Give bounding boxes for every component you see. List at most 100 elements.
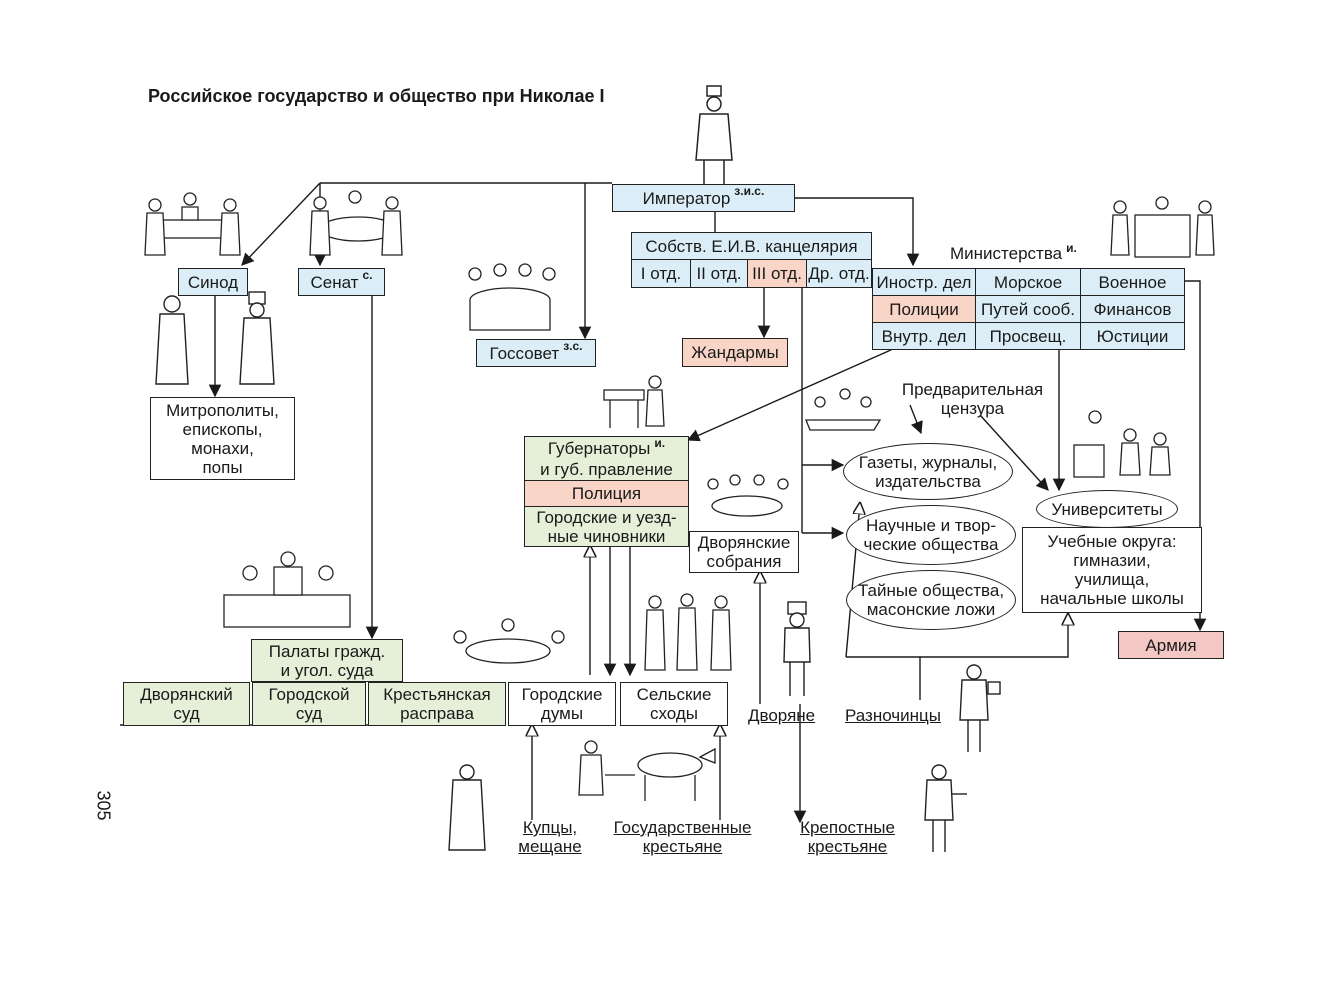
science-ellipse: Научные и твор- ческие общества bbox=[846, 505, 1016, 565]
merchants-line1: Купцы, bbox=[522, 818, 578, 837]
estate-raznochintsy: Разночинцы bbox=[845, 706, 941, 725]
school-line: начальные школы bbox=[1040, 589, 1184, 608]
clergy-line: монахи, bbox=[191, 438, 254, 458]
chancellery-dept-other: Др. отд. bbox=[806, 259, 872, 288]
estate-state-peasants: Государственные крестьяне bbox=[600, 818, 765, 856]
noble-assemblies-line2: собрания bbox=[706, 552, 782, 571]
chancellery-dept-3: III отд. bbox=[747, 259, 807, 288]
ministry-finance: Финансов bbox=[1080, 295, 1185, 323]
estate-serfs: Крепостные крестьяне bbox=[785, 818, 910, 856]
village-line1: Сельские bbox=[636, 685, 712, 704]
ministries-sup: и. bbox=[1066, 241, 1077, 255]
science-line2: ческие общества bbox=[863, 535, 999, 554]
nobles-assembly-figure bbox=[707, 474, 789, 517]
school-districts-box: Учебные округа: гимназии, училища, начал… bbox=[1022, 527, 1202, 613]
clergy-line: епископы, bbox=[182, 419, 263, 439]
serfs-line1: Крепостные bbox=[800, 818, 895, 837]
gossovet-meeting-figure bbox=[468, 263, 556, 331]
secret-line2: масонские ложи bbox=[866, 600, 996, 619]
censorship-line1: Предварительная bbox=[901, 380, 1044, 399]
chambers-line2: и угол. суда bbox=[280, 660, 374, 680]
governors-police: Полиция bbox=[524, 480, 689, 507]
officials-line2: ные чиновники bbox=[547, 526, 666, 546]
clerk-figure bbox=[603, 375, 665, 428]
ministry-foreign: Иностр. дел bbox=[872, 268, 976, 296]
emperor-figure bbox=[695, 85, 733, 186]
serfs-line2: крестьяне bbox=[807, 837, 888, 856]
serf-servant-figure bbox=[924, 764, 967, 852]
ministers-figure bbox=[1110, 196, 1215, 258]
universities-ellipse: Университеты bbox=[1036, 490, 1178, 528]
peasant-court-line1: Крестьянская bbox=[383, 685, 491, 704]
court-figure bbox=[223, 551, 351, 628]
peasant-plough-figure bbox=[578, 740, 716, 801]
senate-label: Сенат bbox=[310, 272, 359, 292]
synod-meeting-figure bbox=[144, 192, 241, 256]
governors-sup: и. bbox=[654, 435, 666, 450]
peasant-court-line2: расправа bbox=[400, 704, 474, 723]
clergy-box: Митрополиты, епископы, монахи, попы bbox=[150, 397, 295, 480]
press-figure bbox=[805, 388, 882, 431]
chambers-box: Палаты гражд. и угол. суда bbox=[251, 639, 403, 682]
ministry-war: Военное bbox=[1080, 268, 1185, 296]
city-court-line2: суд bbox=[295, 704, 323, 723]
school-line: Учебные округа: bbox=[1047, 532, 1177, 551]
noble-court-line1: Дворянский bbox=[140, 685, 233, 704]
secret-line1: Тайные общества, bbox=[857, 581, 1005, 600]
senate-meeting-figure bbox=[309, 190, 403, 256]
city-dumas-line2: думы bbox=[540, 704, 584, 723]
noble-assemblies-line1: Дворянские bbox=[697, 533, 791, 552]
village-assembly-figure bbox=[644, 593, 732, 671]
army-box: Армия bbox=[1118, 631, 1224, 659]
school-line: училища, bbox=[1074, 570, 1150, 589]
senate-sup: с. bbox=[362, 267, 373, 282]
noble-court-line2: суд bbox=[173, 704, 200, 723]
ministry-justice: Юстиции bbox=[1080, 322, 1185, 350]
city-court-box: Городской суд bbox=[252, 682, 366, 726]
ministry-navy: Морское bbox=[975, 268, 1081, 296]
synod-box: Синод bbox=[178, 268, 248, 296]
chancellery-title: Собств. Е.И.В. канцелярия bbox=[631, 232, 872, 260]
clergy-line: попы bbox=[202, 457, 243, 477]
press-line2: издательства bbox=[875, 471, 981, 491]
ministries-label: Министерства bbox=[950, 244, 1063, 263]
raznochinets-figure bbox=[959, 664, 1001, 752]
ministry-transport: Путей сооб. bbox=[975, 295, 1081, 323]
emperor-sup: з.и.с. bbox=[734, 183, 765, 198]
diagram-title: Российское государство и общество при Ни… bbox=[148, 86, 605, 106]
censorship-line2: цензура bbox=[940, 399, 1005, 418]
censorship-label: Предварительная цензура bbox=[880, 380, 1065, 418]
village-line2: сходы bbox=[649, 704, 699, 723]
press-line1: Газеты, журналы, bbox=[858, 452, 998, 472]
state-peasants-line2: крестьяне bbox=[642, 837, 723, 856]
monk-figure bbox=[155, 295, 189, 385]
estate-merchants: Купцы, мещане bbox=[505, 818, 595, 856]
village-assemblies-box: Сельские сходы bbox=[620, 682, 728, 726]
science-line1: Научные и твор- bbox=[865, 516, 997, 535]
governors-line2: и губ. правление bbox=[540, 459, 673, 479]
city-dumas-box: Городские думы bbox=[508, 682, 616, 726]
emperor-label: Император bbox=[642, 188, 731, 208]
gendarmes-box: Жандармы bbox=[682, 338, 788, 367]
secret-ellipse: Тайные общества, масонские ложи bbox=[846, 570, 1016, 630]
ministry-interior: Внутр. дел bbox=[872, 322, 976, 350]
officials-box: Городские и уезд- ные чиновники bbox=[524, 506, 689, 547]
gossovet-sup: з.с. bbox=[563, 338, 583, 353]
university-figure bbox=[1073, 410, 1171, 478]
ministry-education: Просвещ. bbox=[975, 322, 1081, 350]
noble-court-box: Дворянский суд bbox=[123, 682, 250, 726]
ministry-police: Полиции bbox=[872, 295, 976, 323]
duma-figure bbox=[453, 618, 565, 664]
gossovet-label: Госсовет bbox=[489, 343, 560, 363]
clergy-line: Митрополиты, bbox=[166, 400, 279, 420]
page-number: 305 bbox=[93, 790, 114, 821]
merchants-line2: мещане bbox=[518, 837, 582, 856]
school-line: гимназии, bbox=[1073, 551, 1151, 570]
peasant-court-box: Крестьянская расправа bbox=[368, 682, 506, 726]
